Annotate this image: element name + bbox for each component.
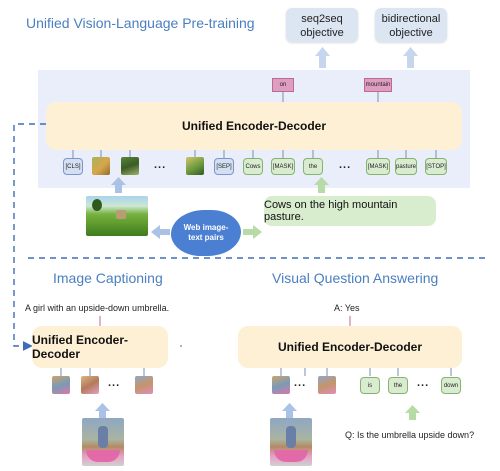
token-pasture: pasture [395,158,417,175]
vqa-token-is: is [360,377,380,394]
vqa-text-ellipsis: ... [417,377,430,389]
prediction-token-mountain: mountain [364,78,392,92]
umbrella-figure-vqa [274,450,308,462]
image-captioning-title: Image Captioning [53,270,163,286]
vqa-token-down: down [441,377,461,394]
token-stop: [STOP] [425,158,447,175]
vqa-question: Q: Is the umbrella upside down? [345,430,475,440]
caption-ellipsis: ... [108,377,121,389]
caption-patch-2 [81,376,99,394]
token-cows: Cows [243,158,263,175]
token-the: the [303,158,323,175]
bidirectional-objective-box: bidirectional objective [375,8,447,42]
pretraining-caption: Cows on the high mountain pasture. [264,196,436,226]
captioning-encoder-decoder: Unified Encoder-Decoder [32,326,168,368]
girl-figure [98,426,108,448]
prediction-token-on: on [272,78,294,92]
top-text-ellipsis: ... [339,159,352,171]
girl-figure-vqa [286,426,296,448]
top-token-stubs [72,92,437,158]
transfer-connector [13,123,46,351]
web-image-text-pairs-cloud: Web image-text pairs [171,210,241,256]
vqa-patch-1 [272,376,290,394]
pretraining-title: Unified Vision-Language Pre-training [26,15,255,31]
top-encoder-decoder: Unified Encoder-Decoder [46,102,462,150]
caption-patch-1 [52,376,70,394]
token-mask-1: [MASK] [271,158,295,175]
token-sep: [SEP] [214,158,234,175]
image-patch-1 [92,157,110,175]
girl-umbrella-image-left [82,418,124,466]
image-patch-n [186,157,204,175]
umbrella-figure [86,450,120,462]
vqa-image-arrow [282,403,297,418]
vqa-token-the: the [388,377,408,394]
image-to-tokens-arrow [111,177,126,193]
vqa-answer: A: Yes [334,303,360,313]
caption-image-arrow [95,403,110,418]
vqa-question-arrow [405,405,420,420]
cloud-arrows [151,225,262,239]
vqa-encoder-decoder: Unified Encoder-Decoder [238,326,462,368]
top-image-ellipsis: ... [154,159,167,171]
seq2seq-objective-box: seq2seq objective [286,8,358,42]
cow-figure [116,210,126,219]
caption-output: A girl with an upside-down umbrella. [25,303,170,313]
vqa-patch-n [318,376,336,394]
token-cls: [CLS] [63,158,83,175]
cow-pasture-image [86,196,148,236]
token-mask-2: [MASK] [366,158,390,175]
caption-to-tokens-arrow [314,177,329,193]
girl-umbrella-image-right [270,418,312,466]
tree-figure [92,199,102,211]
image-patch-2 [121,157,139,175]
vqa-title: Visual Question Answering [272,270,439,286]
caption-patch-n [135,376,153,394]
objective-arrows [315,47,418,68]
vqa-image-ellipsis: ... [294,377,307,389]
